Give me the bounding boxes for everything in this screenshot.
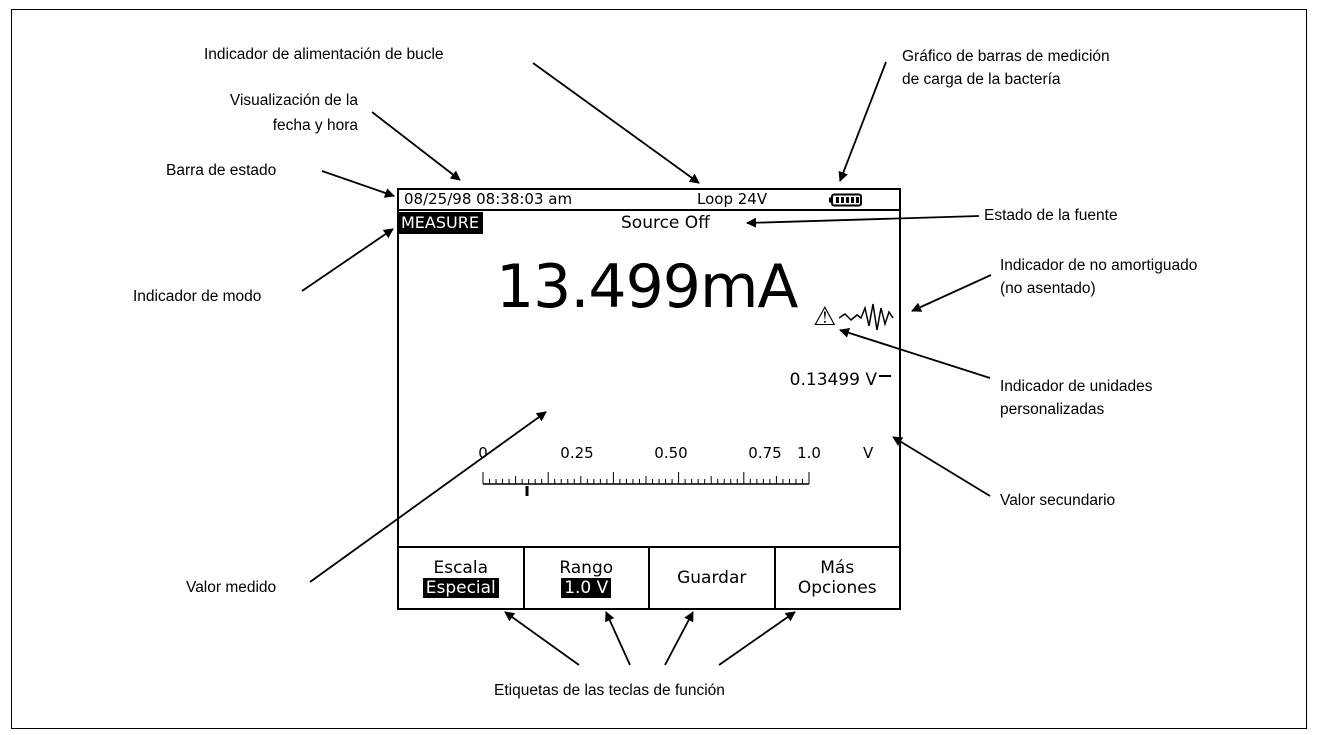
bargraph-tick-1: 0.25	[560, 444, 594, 462]
arrow-secondary-value	[892, 436, 991, 497]
callout-unsettled-line2: (no asentado)	[1000, 280, 1096, 297]
softkey-guardar-title: Guardar	[677, 568, 747, 588]
diagram-frame	[11, 9, 1307, 729]
softkey-escala[interactable]: Escala Especial	[399, 548, 525, 608]
battery-icon	[829, 193, 862, 207]
softkey-bar: Escala Especial Rango 1.0 V Guardar Más …	[399, 546, 899, 608]
callout-custom-units-line1: Indicador de unidades	[1000, 378, 1153, 395]
softkey-rango-title: Rango	[559, 558, 614, 578]
softkey-escala-value: Especial	[422, 578, 499, 598]
callout-softkey-labels: Etiquetas de las teclas de función	[494, 682, 725, 699]
arrow-softkey-4	[718, 611, 796, 666]
bargraph-tick-0: 0	[478, 444, 488, 462]
unsettled-waveform-icon	[839, 303, 894, 331]
source-status: Source Off	[621, 213, 710, 233]
warning-triangle-icon: ⚠	[813, 302, 837, 332]
arrow-custom-units	[839, 327, 991, 379]
callout-loop-power: Indicador de alimentación de bucle	[204, 46, 444, 63]
instrument-display: 08/25/98 08:38:03 am Loop 24V MEASURE So…	[397, 188, 901, 610]
softkey-guardar[interactable]: Guardar	[650, 548, 776, 608]
secondary-value: 0.13499 V	[790, 370, 891, 390]
callout-battery-line1: Gráfico de barras de medición	[902, 48, 1110, 65]
bargraph-tick-4: 1.0	[797, 444, 821, 462]
callout-secondary-value: Valor secundario	[1000, 492, 1116, 509]
arrow-source-state	[746, 215, 980, 228]
bargraph-unit: V	[863, 444, 874, 462]
secondary-value-text: 0.13499 V	[789, 370, 877, 390]
arrow-status-bar	[321, 170, 395, 198]
arrow-datetime	[371, 111, 461, 181]
softkey-mas-title: Más	[820, 558, 855, 578]
softkey-escala-title: Escala	[433, 558, 488, 578]
arrow-battery	[838, 61, 887, 182]
status-bar-divider	[399, 209, 899, 211]
primary-measurement: 13.499mA	[496, 252, 798, 322]
arrow-unsettled	[911, 274, 992, 312]
callout-source-state: Estado de la fuente	[984, 207, 1118, 224]
callout-mode-indicator: Indicador de modo	[133, 288, 262, 305]
mode-indicator: MEASURE	[399, 212, 483, 234]
callout-unsettled-line1: Indicador de no amortiguado	[1000, 257, 1198, 274]
dc-volt-icon	[879, 375, 891, 385]
bargraph	[482, 472, 810, 496]
callout-battery-line2: de carga de la bactería	[902, 71, 1061, 88]
arrow-softkey-3	[664, 611, 694, 666]
datetime-display: 08/25/98 08:38:03 am	[404, 190, 573, 208]
callout-status-bar: Barra de estado	[166, 162, 277, 179]
callout-custom-units-line2: personalizadas	[1000, 401, 1105, 418]
callout-datetime-line1: Visualización de la	[229, 92, 358, 109]
callout-measured-value: Valor medido	[186, 579, 277, 596]
arrow-softkey-1	[504, 611, 580, 666]
bargraph-tick-3: 0.75	[748, 444, 782, 462]
softkey-opciones-value: Opciones	[797, 578, 877, 598]
bargraph-value-marker	[525, 486, 529, 496]
arrow-mode	[301, 228, 394, 292]
arrow-loop-power	[532, 62, 700, 184]
softkey-rango[interactable]: Rango 1.0 V	[525, 548, 650, 608]
arrow-measured-value	[309, 411, 547, 583]
callout-datetime-line2: fecha y hora	[272, 117, 358, 134]
loop-power-indicator: Loop 24V	[697, 190, 768, 208]
bargraph-tick-2: 0.50	[654, 444, 688, 462]
arrow-softkey-2	[605, 611, 631, 666]
softkey-mas-opciones[interactable]: Más Opciones	[776, 548, 900, 608]
softkey-rango-value: 1.0 V	[561, 578, 612, 598]
